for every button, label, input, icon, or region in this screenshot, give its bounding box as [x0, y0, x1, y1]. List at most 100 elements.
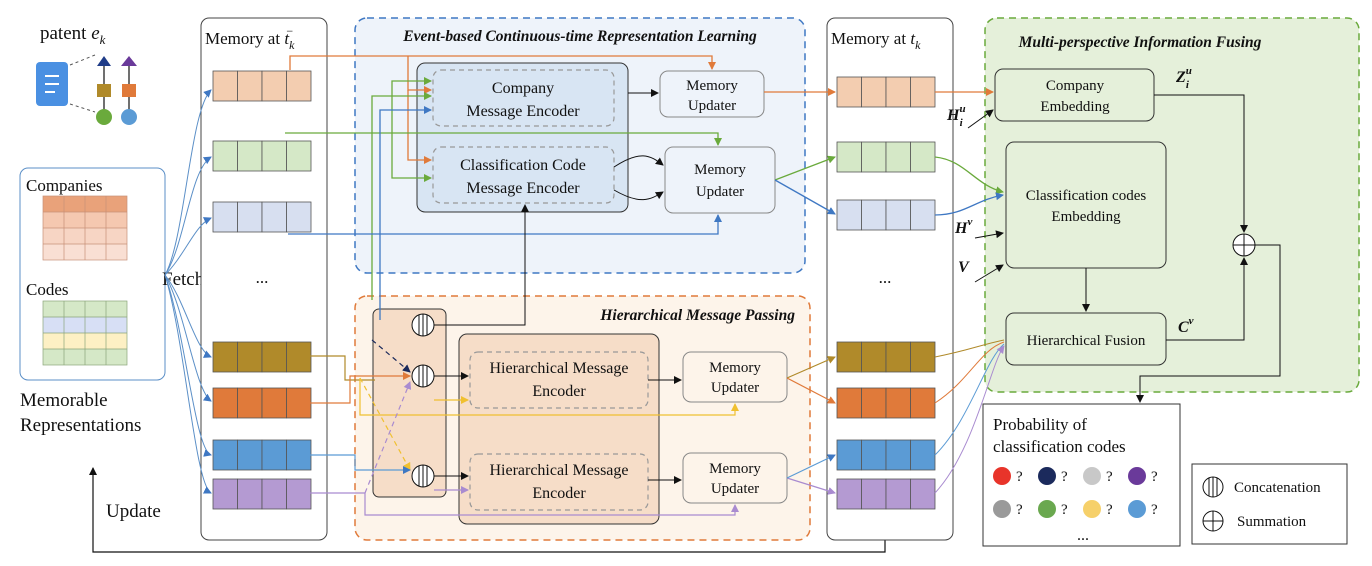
- code-updater-line2: Updater: [696, 184, 744, 200]
- memory-cell: [212, 140, 238, 172]
- code-encoder-line2: Message Encoder: [466, 180, 580, 197]
- company-embedding-line1: Company: [1046, 78, 1105, 94]
- memory-curr-var: t: [910, 29, 916, 48]
- memory-cell: [861, 199, 887, 231]
- company-encoder-line1: Company: [492, 80, 554, 97]
- legend-concat-icon: [1202, 476, 1224, 498]
- code-embedding-line2: Embedding: [1051, 209, 1121, 225]
- memory-cell: [261, 341, 287, 373]
- company-updater-line2: Updater: [688, 98, 736, 114]
- code-probability-value: ?: [1061, 502, 1068, 518]
- hier-memory-updater-top: [682, 351, 788, 403]
- curr-code-memory-lavender: [836, 199, 936, 231]
- code-probability-value: ?: [1151, 502, 1158, 518]
- memory-cell: [910, 76, 936, 108]
- event-block-title: Event-based Continuous-time Representati…: [402, 28, 757, 45]
- hier-updater-top-line1: Memory: [709, 360, 761, 376]
- code-probability-value: ?: [1016, 502, 1023, 518]
- memory-prev-text: Memory at: [205, 29, 280, 48]
- hier-orange-flows: [310, 372, 836, 404]
- event-internal-arrows: [434, 89, 664, 326]
- curr-hier-memory-blue: [836, 439, 936, 471]
- memory-cell: [885, 341, 911, 373]
- memory-cell: [286, 70, 312, 102]
- sym-Cv: Cv: [1178, 315, 1194, 336]
- memorable-caption-2: Representations: [20, 415, 141, 436]
- memory-curr-label: Memory at tk: [831, 29, 921, 52]
- memory-cell: [836, 478, 862, 510]
- memory-cell: [237, 201, 263, 233]
- sym-V: V: [958, 259, 970, 276]
- memory-cell: [261, 70, 287, 102]
- memory-prev-label: Memory at tk−: [205, 24, 295, 52]
- code-probability-dot: [1128, 467, 1146, 485]
- probability-panel: [982, 403, 1181, 547]
- memory-cell: [237, 478, 263, 510]
- company-memory-updater: [659, 70, 765, 118]
- memory-cell: [885, 387, 911, 419]
- code-probability-value: ?: [1106, 469, 1113, 485]
- code-memory-updater: [664, 146, 776, 214]
- company-updater-line1: Memory: [686, 78, 738, 94]
- legend-sum-icon: [1202, 510, 1224, 532]
- memory-curr-ellipsis: ...: [879, 268, 892, 287]
- memory-prev-sub: k: [289, 38, 295, 52]
- memory-cell: [286, 478, 312, 510]
- curr-code-memory-green: [836, 141, 936, 173]
- memory-cell: [836, 439, 862, 471]
- memory-prev-ellipsis: ...: [256, 268, 269, 287]
- concat-node-1: [411, 313, 435, 337]
- curr-company-memory: [836, 76, 936, 108]
- memory-cell: [212, 478, 238, 510]
- hier-updater-bottom-line2: Updater: [711, 481, 759, 497]
- companies-label: Companies: [26, 176, 103, 195]
- memory-cell: [212, 387, 238, 419]
- curr-hier-memory-olive: [836, 341, 936, 373]
- company-encoder: [432, 69, 615, 127]
- code-probability-value: ?: [1106, 502, 1113, 518]
- hier-fusion: [1005, 312, 1167, 366]
- summation-node: [1232, 233, 1256, 257]
- code-probability-dot: [1083, 467, 1101, 485]
- memory-cell: [861, 478, 887, 510]
- code-probability-dot: [993, 467, 1011, 485]
- prev-company-memory: [212, 70, 312, 102]
- memory-cell: [910, 199, 936, 231]
- hier-fusion-label: Hierarchical Fusion: [1027, 333, 1146, 349]
- code-probability-value: ?: [1151, 469, 1158, 485]
- document-icon: [36, 62, 68, 106]
- curr-hier-memory-orange: [836, 387, 936, 419]
- codes-label: Codes: [26, 280, 69, 299]
- memory-cell: [261, 439, 287, 471]
- hier-block-title: Hierarchical Message Passing: [599, 307, 795, 324]
- legend-panel: [1191, 463, 1348, 545]
- update-arrow: [89, 467, 886, 553]
- hier-updater-bottom-line1: Memory: [709, 461, 761, 477]
- legend-concat-label: Concatenation: [1234, 480, 1321, 496]
- prev-hier-memory-orange: [212, 387, 312, 419]
- memory-cell: [286, 439, 312, 471]
- patent-label: patent ek: [40, 23, 106, 47]
- memory-cell: [910, 141, 936, 173]
- memory-cell: [885, 141, 911, 173]
- memory-cell: [836, 387, 862, 419]
- probability-more: ...: [1077, 527, 1089, 544]
- memory-curr-text: Memory at: [831, 29, 906, 48]
- memory-cell: [261, 478, 287, 510]
- hier-encoder-top-line1: Hierarchical Message: [489, 360, 628, 377]
- memory-cell: [836, 199, 862, 231]
- code-probability-dot: [1128, 500, 1146, 518]
- memory-cell: [885, 478, 911, 510]
- hierarchy-glyph-left: [96, 56, 112, 125]
- memory-cell: [286, 140, 312, 172]
- hier-encoder-top: [469, 351, 649, 409]
- memory-cell: [910, 439, 936, 471]
- memory-cell: [885, 76, 911, 108]
- hier-blue-flows: [310, 454, 836, 479]
- memory-cell: [237, 70, 263, 102]
- memory-cell: [836, 141, 862, 173]
